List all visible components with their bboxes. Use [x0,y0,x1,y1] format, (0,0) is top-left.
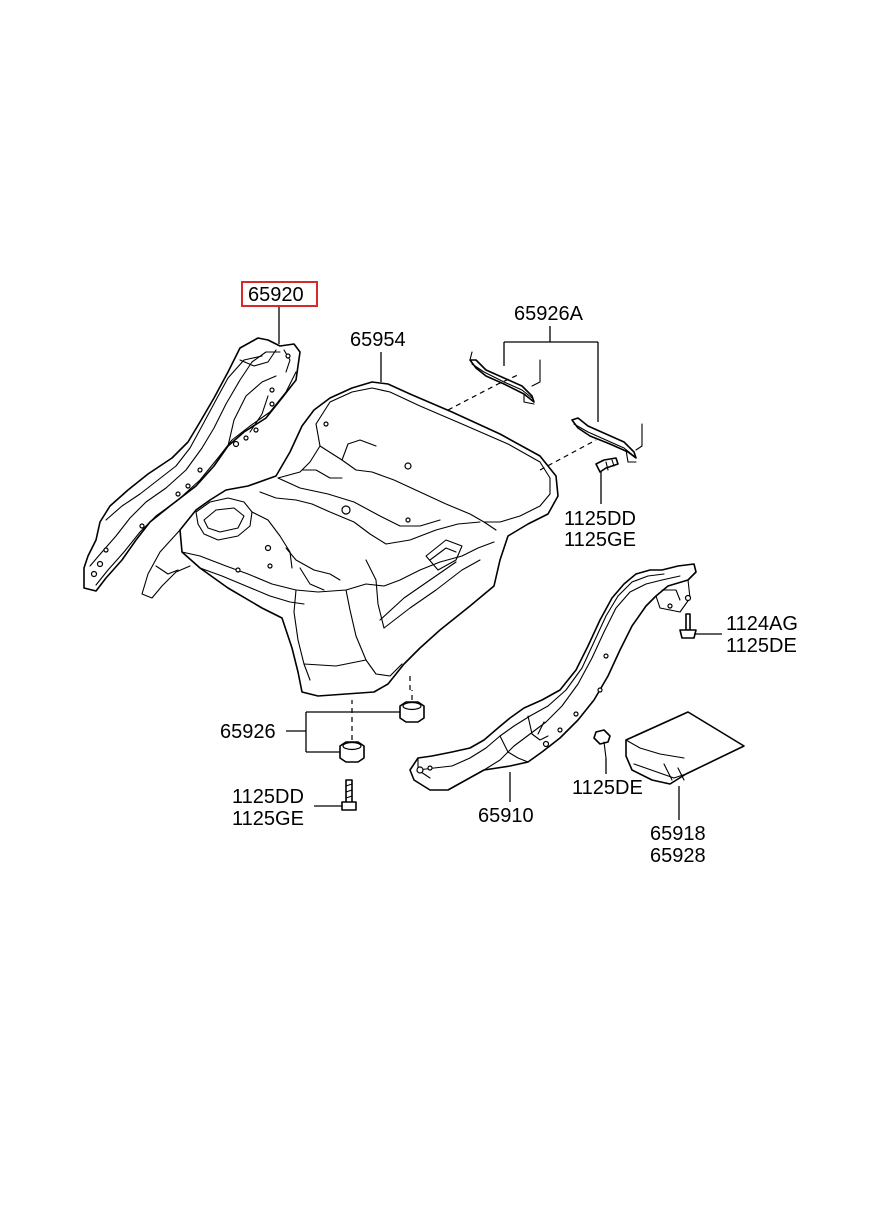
bolt-1125de-mid[interactable] [593,729,611,759]
label-65954[interactable]: 65954 [350,329,406,351]
label-65928[interactable]: 65928 [650,845,706,867]
bolt-1125dd-top[interactable] [595,457,619,473]
bolt-1125dd-bottom[interactable] [341,779,357,811]
part-65926A-brackets[interactable] [469,351,643,463]
leader-lines [278,307,722,820]
bolt-1124ag-right[interactable] [679,613,697,639]
label-65926A[interactable]: 65926A [514,303,584,325]
part-65954-floor-pan[interactable] [141,381,559,697]
label-65926[interactable]: 65926 [220,721,276,743]
part-65926-bushings[interactable] [339,701,425,763]
label-1125GE-top[interactable]: 1125GE [564,529,636,551]
label-65910[interactable]: 65910 [478,805,534,827]
label-65918[interactable]: 65918 [650,823,706,845]
label-65920[interactable]: 65920 [248,284,304,306]
label-1125GE-bottom[interactable]: 1125GE [232,808,304,830]
part-65910-right-side-member[interactable] [409,563,697,791]
label-1125DE-right[interactable]: 1125DE [726,635,797,657]
label-1125DD-top[interactable]: 1125DD [564,508,636,530]
part-65920-left-side-member[interactable] [83,337,301,592]
part-labels: 65920 65954 65926A 1125DD 1125GE 1124AG … [220,284,798,867]
label-1125DD-bottom[interactable]: 1125DD [232,786,304,808]
part-65918-heat-shield[interactable] [625,711,745,785]
highlight-box-65920 [241,281,318,307]
alignment-lines [351,373,597,740]
label-1124AG[interactable]: 1124AG [726,613,798,635]
label-1125DE-mid[interactable]: 1125DE [572,777,643,799]
